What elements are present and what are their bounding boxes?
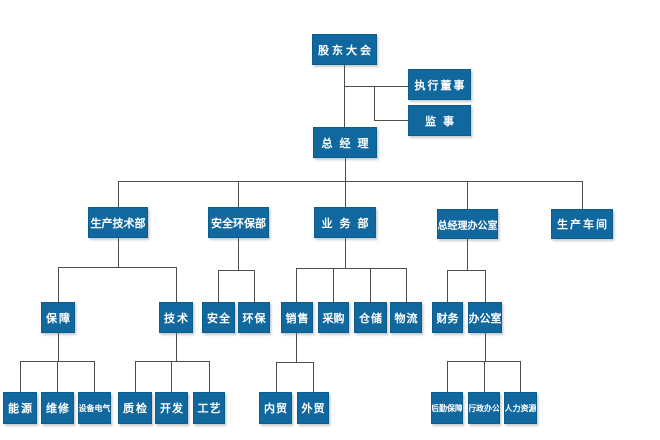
org-node-sales: 销售 [281,302,313,333]
org-node-logistics: 物流 [390,302,422,333]
connector-line [218,270,254,271]
connector-line [135,361,209,362]
connector-line [276,362,277,392]
connector-line [218,270,219,302]
connector-line [176,267,177,302]
connector-line [344,86,408,87]
org-node-maintenance: 维修 [41,392,74,424]
org-node-production-workshop: 生产车间 [551,209,613,239]
org-node-environment: 环保 [238,302,270,333]
org-node-business-dept: 业务部 [314,207,376,238]
connector-line [57,361,58,392]
connector-line [296,333,297,362]
connector-line [94,361,95,392]
connector-line [58,267,59,302]
connector-line [447,361,520,362]
connector-line [467,239,468,270]
org-node-domestic-trade: 内贸 [259,392,292,424]
org-node-gm-office: 总经理办公室 [437,209,498,239]
connector-line [58,267,176,268]
org-node-warehouse: 仓储 [354,302,387,333]
org-node-process-craft: 工艺 [193,392,225,424]
org-node-safety-env-dept: 安全环保部 [208,207,269,238]
connector-line [447,270,485,271]
org-node-foreign-trade: 外贸 [297,392,329,424]
org-node-admin-office: 行政办公 [468,392,500,424]
connector-line [118,181,582,182]
connector-line [238,238,239,270]
connector-line [520,361,521,392]
connector-line [118,181,119,207]
connector-line [467,181,468,209]
connector-line [209,361,210,392]
connector-line [20,361,21,392]
connector-line [58,333,59,361]
org-node-procurement: 采购 [318,302,349,333]
connector-line [254,270,255,302]
connector-line [406,268,407,302]
connector-line [485,333,486,361]
org-node-human-resources: 人力资源 [504,392,537,424]
connector-line [135,361,136,392]
connector-line [171,361,172,392]
connector-line [333,268,334,302]
org-node-development: 开发 [155,392,188,424]
connector-line [370,268,371,302]
connector-line [447,361,448,392]
org-node-supervisor: 监事 [408,105,471,136]
connector-line [344,65,345,127]
org-node-support: 保障 [41,302,75,333]
connector-line [276,362,313,363]
org-node-safety: 安全 [202,302,235,333]
connector-line [345,238,346,268]
org-node-executive-director: 执行董事 [408,69,471,100]
org-node-finance: 财务 [432,302,463,333]
connector-line [374,120,408,121]
org-node-logistics-support: 后勤保障 [431,392,463,424]
connector-line [118,238,119,267]
org-node-energy: 能源 [3,392,37,424]
org-node-shareholders-meeting: 股东大会 [312,34,377,65]
connector-line [345,158,346,207]
connector-line [485,270,486,302]
connector-line [238,181,239,207]
connector-line [484,361,485,392]
connector-line [447,270,448,302]
org-node-technology: 技术 [159,302,193,333]
org-node-office: 办公室 [468,302,502,333]
connector-line [374,86,375,120]
connector-line [582,181,583,209]
connector-line [296,268,297,302]
org-node-equipment-electric: 设备电气 [78,392,111,424]
connector-line [296,268,406,269]
org-node-production-tech-dept: 生产技术部 [88,207,148,238]
org-node-general-manager: 总经理 [313,127,377,158]
org-node-quality-inspection: 质检 [118,392,152,424]
connector-line [176,333,177,361]
connector-line [313,362,314,392]
